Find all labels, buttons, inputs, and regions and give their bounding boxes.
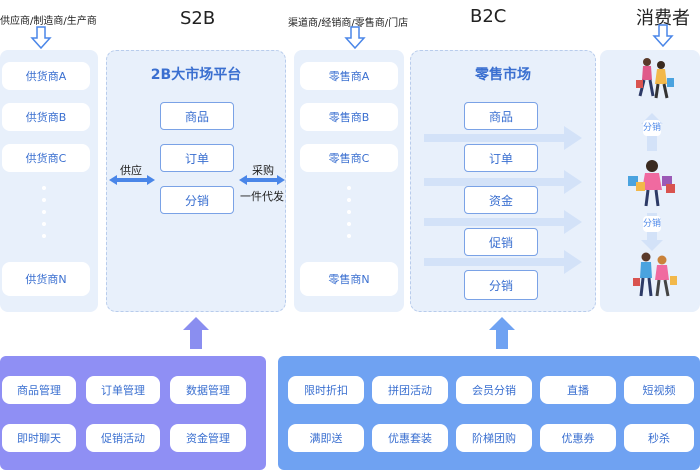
b2c-feature: 拼团活动 (372, 376, 448, 404)
s2b-feature: 促销活动 (86, 424, 160, 452)
supply-label: 供应 (120, 164, 142, 177)
retail-item-distribution: 分销 (464, 270, 538, 300)
s2b-feature: 订单管理 (86, 376, 160, 404)
s2b-feature: 数据管理 (170, 376, 246, 404)
b2c-feature: 秒杀 (624, 424, 694, 452)
consumer-distribution-label: 分销 (643, 120, 661, 136)
b2c-title: B2C (470, 6, 507, 27)
s2b-features-panel (0, 356, 266, 470)
supplier-item: 供货商B (2, 103, 90, 131)
b2c-feature: 优惠券 (540, 424, 616, 452)
down-arrow-icon (641, 213, 663, 251)
retailer-item: 零售商A (300, 62, 398, 90)
b2c-feature: 阶梯团购 (456, 424, 532, 452)
shopper-icon (636, 58, 674, 99)
b2c-feature: 满即送 (288, 424, 364, 452)
up-arrow-icon (489, 317, 515, 349)
double-arrow-icon (109, 175, 155, 185)
up-arrow-icon (183, 317, 209, 349)
shopper-icon (628, 160, 675, 207)
down-arrow-icon (652, 24, 674, 48)
s2b-item-orders: 订单 (160, 144, 234, 172)
ellipsis-dots (42, 186, 46, 238)
b2c-feature: 直播 (540, 376, 616, 404)
flow-arrows (424, 126, 582, 274)
supplier-item: 供货商C (2, 144, 90, 172)
s2b-feature: 即时聊天 (2, 424, 76, 452)
retailer-item: 零售商C (300, 144, 398, 172)
shopper-icon (633, 252, 677, 297)
down-arrow-icon (344, 26, 366, 50)
retail-item-promotion: 促销 (464, 228, 538, 256)
s2b-item-goods: 商品 (160, 102, 234, 130)
b2c-features-panel (278, 356, 700, 470)
supplier-item: 供货商N (2, 262, 90, 296)
s2b-feature: 资金管理 (170, 424, 246, 452)
b2c-feature: 短视频 (624, 376, 694, 404)
channel-caption: 渠道商/经销商/零售商/门店 (288, 18, 409, 29)
b2c-feature: 限时折扣 (288, 376, 364, 404)
dropship-label: 一件代发 (240, 190, 284, 203)
s2b-title: S2B (180, 8, 216, 29)
ellipsis-dots (347, 186, 351, 238)
consumer-distribution-label: 分销 (643, 216, 661, 232)
supplier-item: 供货商A (2, 62, 90, 90)
s2b-item-distribution: 分销 (160, 186, 234, 214)
retailer-item: 零售商B (300, 103, 398, 131)
b2c-feature: 会员分销 (456, 376, 532, 404)
down-arrow-icon (30, 26, 52, 50)
s2b-platform-title: 2B大市场平台 (150, 67, 242, 83)
supplier-caption: 供应商/制造商/生产商 (0, 16, 97, 27)
double-arrow-icon (239, 175, 285, 185)
retail-item-funds: 资金 (464, 186, 538, 214)
retail-market-title: 零售市场 (475, 67, 531, 83)
retailer-item: 零售商N (300, 262, 398, 296)
retail-item-goods: 商品 (464, 102, 538, 130)
s2b-feature: 商品管理 (2, 376, 76, 404)
consumer-title: 消费者 (636, 8, 690, 29)
purchase-label: 采购 (252, 164, 274, 177)
retail-item-orders: 订单 (464, 144, 538, 172)
b2c-feature: 优惠套装 (372, 424, 448, 452)
